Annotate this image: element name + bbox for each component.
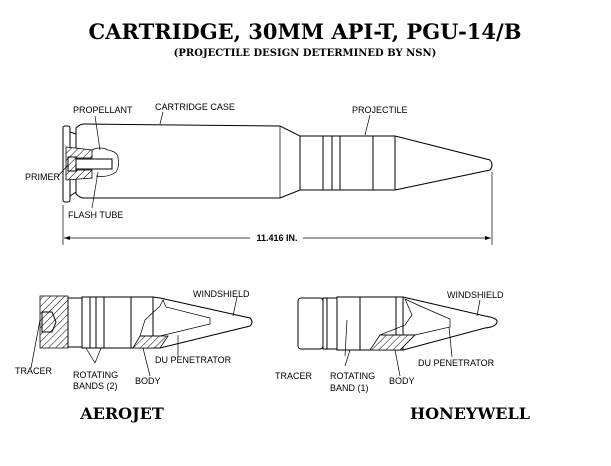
honeywell-label-tracer: TRACER [275, 371, 313, 381]
diagram-subtitle: (PROJECTILE DESIGN DETERMINED BY NSN) [174, 48, 437, 59]
label-cartridge-case: CARTRIDGE CASE [155, 102, 235, 112]
aerojet-label-tracer: TRACER [15, 366, 53, 376]
label-propellant: PROPELLANT [73, 105, 133, 115]
honeywell-projectile-drawing [297, 296, 498, 377]
aerojet-heading: AEROJET [79, 404, 164, 423]
label-flash-tube: FLASH TUBE [68, 210, 123, 220]
overall-length-dimension: 11.416 IN. [256, 233, 297, 243]
aerojet-label-bands: BANDS (2) [73, 381, 118, 391]
full-cartridge-drawing [57, 111, 493, 245]
diagram-title: CARTRIDGE, 30MM API-T, PGU-14/B [89, 19, 522, 44]
honeywell-label-rotating: ROTATING [330, 371, 375, 381]
aerojet-label-windshield: WINDSHIELD [193, 289, 250, 299]
label-projectile: PROJECTILE [352, 105, 408, 115]
label-primer: PRIMER [25, 172, 61, 182]
honeywell-label-band: BAND (1) [330, 383, 369, 393]
aerojet-projectile-drawing [30, 295, 253, 377]
aerojet-label-rotating: ROTATING [73, 370, 118, 380]
honeywell-label-body: BODY [389, 376, 415, 386]
honeywell-heading: HONEYWELL [410, 404, 530, 423]
aerojet-label-body: BODY [135, 376, 161, 386]
aerojet-label-du-penetrator: DU PENETRATOR [155, 355, 232, 365]
honeywell-label-windshield: WINDSHIELD [447, 290, 504, 300]
honeywell-label-du-penetrator: DU PENETRATOR [418, 358, 495, 368]
